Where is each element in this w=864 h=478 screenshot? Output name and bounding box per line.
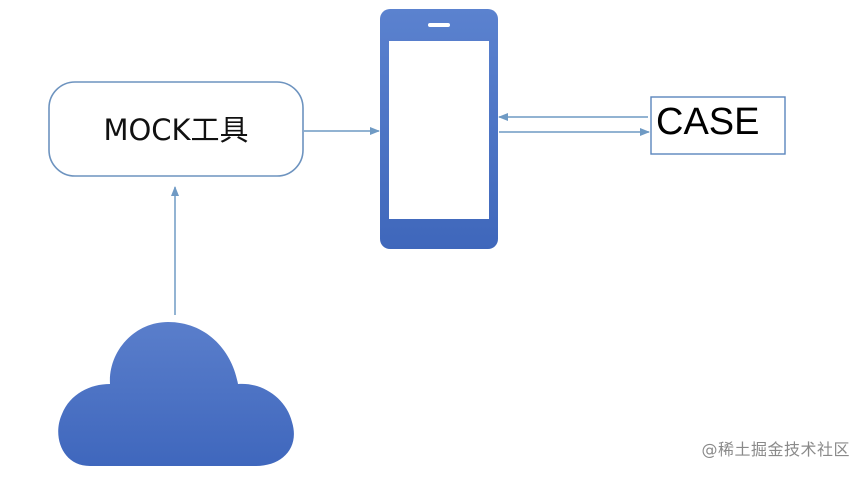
cloud-shape — [58, 322, 294, 466]
case-node: CASE — [650, 96, 786, 155]
cloud-icon — [58, 322, 294, 466]
case-label: CASE — [656, 101, 759, 143]
case-box — [650, 96, 786, 155]
phone-icon — [380, 9, 498, 249]
mock-tool-label: MOCK工具 — [103, 113, 248, 147]
phone-screen — [389, 41, 489, 219]
watermark-text: @稀土掘金技术社区 — [701, 440, 850, 459]
phone-speaker — [428, 23, 450, 27]
mock-tool-node: MOCK工具 — [48, 81, 304, 177]
mock-tool-box — [48, 81, 304, 177]
